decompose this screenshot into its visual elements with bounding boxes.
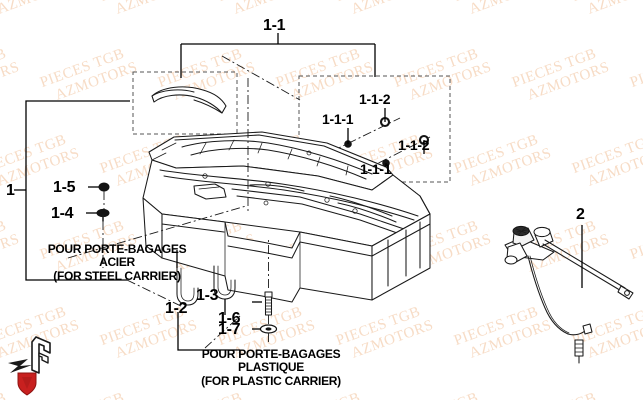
lock-cable-assembly xyxy=(504,225,634,364)
callout-part-1-5: 1-5 xyxy=(53,179,76,196)
bracket-assembly-1-1 xyxy=(180,33,376,78)
note-steel-line-1: POUR PORTE-BAGAGES xyxy=(47,242,187,256)
callout-part-1-6: 1-6 xyxy=(218,310,241,327)
note-plastic-line-3: (FOR PLASTIC CARRIER) xyxy=(201,373,341,388)
top-case-illustration xyxy=(142,131,431,303)
detail-box-backrest xyxy=(132,71,238,135)
callout-assembly-1: 1 xyxy=(6,182,15,199)
note-steel-line-3: (FOR STEEL CARRIER) xyxy=(53,268,181,283)
brand-shield-logo-icon xyxy=(8,336,51,396)
part-1-2-hook xyxy=(176,250,199,306)
note-plastic-line-2: PLASTIQUE xyxy=(238,360,304,375)
callout-1-1-2-right: 1-1-2 xyxy=(398,137,430,153)
reference-centerlines xyxy=(67,55,301,259)
callout-assembly-2: 2 xyxy=(576,206,585,223)
callout-1-1-1-right: 1-1-1 xyxy=(360,161,392,177)
bracket-assembly-1 xyxy=(14,100,130,281)
callout-part-1-2: 1-2 xyxy=(165,300,188,317)
note-steel-line-2: ACIER xyxy=(99,255,135,270)
callout-part-1-3: 1-3 xyxy=(196,287,219,304)
note-steel-carrier: POUR PORTE-BAGAGES ACIER (FOR STEEL CARR… xyxy=(27,242,207,283)
part-1-3-hook xyxy=(213,265,236,315)
callout-assembly-1-1: 1-1 xyxy=(263,17,286,34)
callout-1-1-2-left: 1-1-2 xyxy=(359,91,391,107)
note-plastic-carrier: POUR PORTE-BAGAGES PLASTIQUE (FOR PLASTI… xyxy=(178,347,364,388)
note-leaders xyxy=(126,279,241,351)
callout-1-1-1-left: 1-1-1 xyxy=(322,111,354,127)
note-plastic-line-1: POUR PORTE-BAGAGES xyxy=(201,347,341,361)
callout-part-1-4: 1-4 xyxy=(51,205,74,222)
callout-part-1-7: 1-7 xyxy=(218,321,241,338)
part-1-6-screw xyxy=(252,240,273,327)
part-1-7-washer xyxy=(252,324,278,344)
part-1-4-screw xyxy=(86,208,110,268)
